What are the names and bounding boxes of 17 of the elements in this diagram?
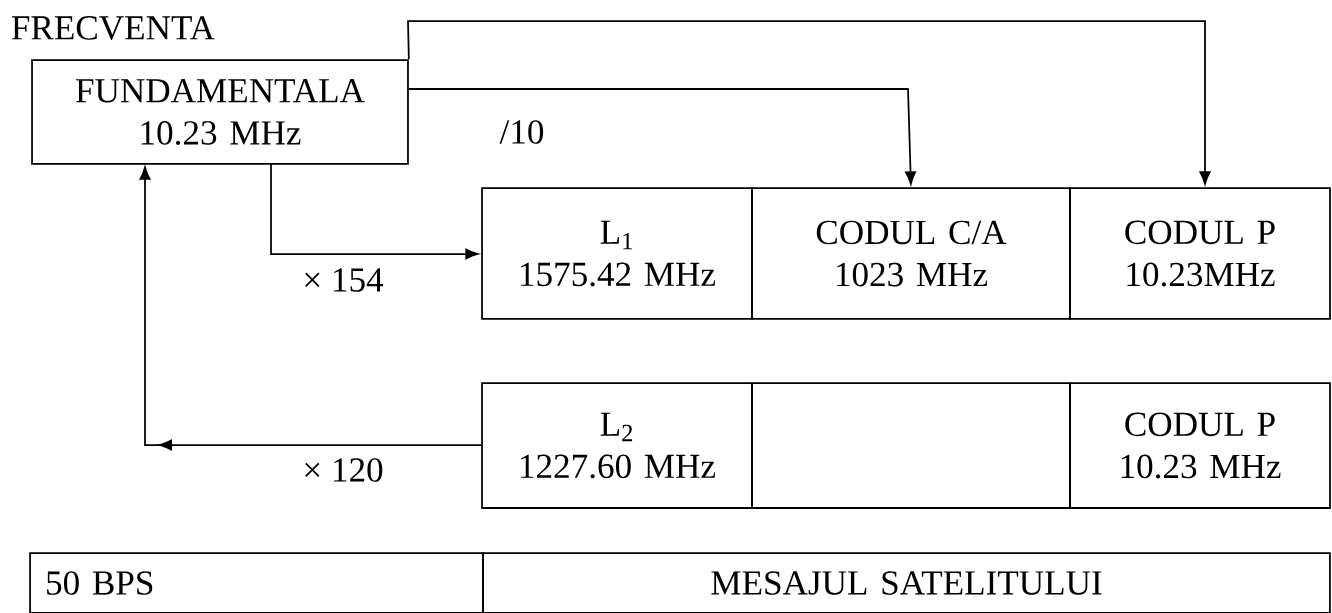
table-cell: L$_{1}$ 1575.42 MHz <box>481 187 753 320</box>
heading-text: FRECVENTA <box>11 16 215 40</box>
edge-label: × 154 <box>300 266 386 294</box>
table-cell: CODUL C/A 1023 MHz <box>751 187 1071 320</box>
arrow <box>139 166 483 451</box>
frequency-box: FUNDAMENTALA 10.23 MHz <box>31 59 409 165</box>
arrow <box>407 88 916 185</box>
table-cell: 50 BPS <box>29 552 484 613</box>
table-cell: CODUL P 10.23MHz <box>1069 187 1331 320</box>
table-cell: L$_{2}$ 1227.60 MHz <box>481 382 753 509</box>
arrow <box>270 163 479 260</box>
edge-label: /10 <box>497 118 547 146</box>
table-cell: MESAJUL SATELITULUI <box>482 552 1331 613</box>
edge-label: × 120 <box>300 456 386 484</box>
table-cell <box>751 382 1071 509</box>
table-cell: CODUL P 10.23 MHz <box>1069 382 1331 509</box>
arrow <box>407 20 1211 185</box>
